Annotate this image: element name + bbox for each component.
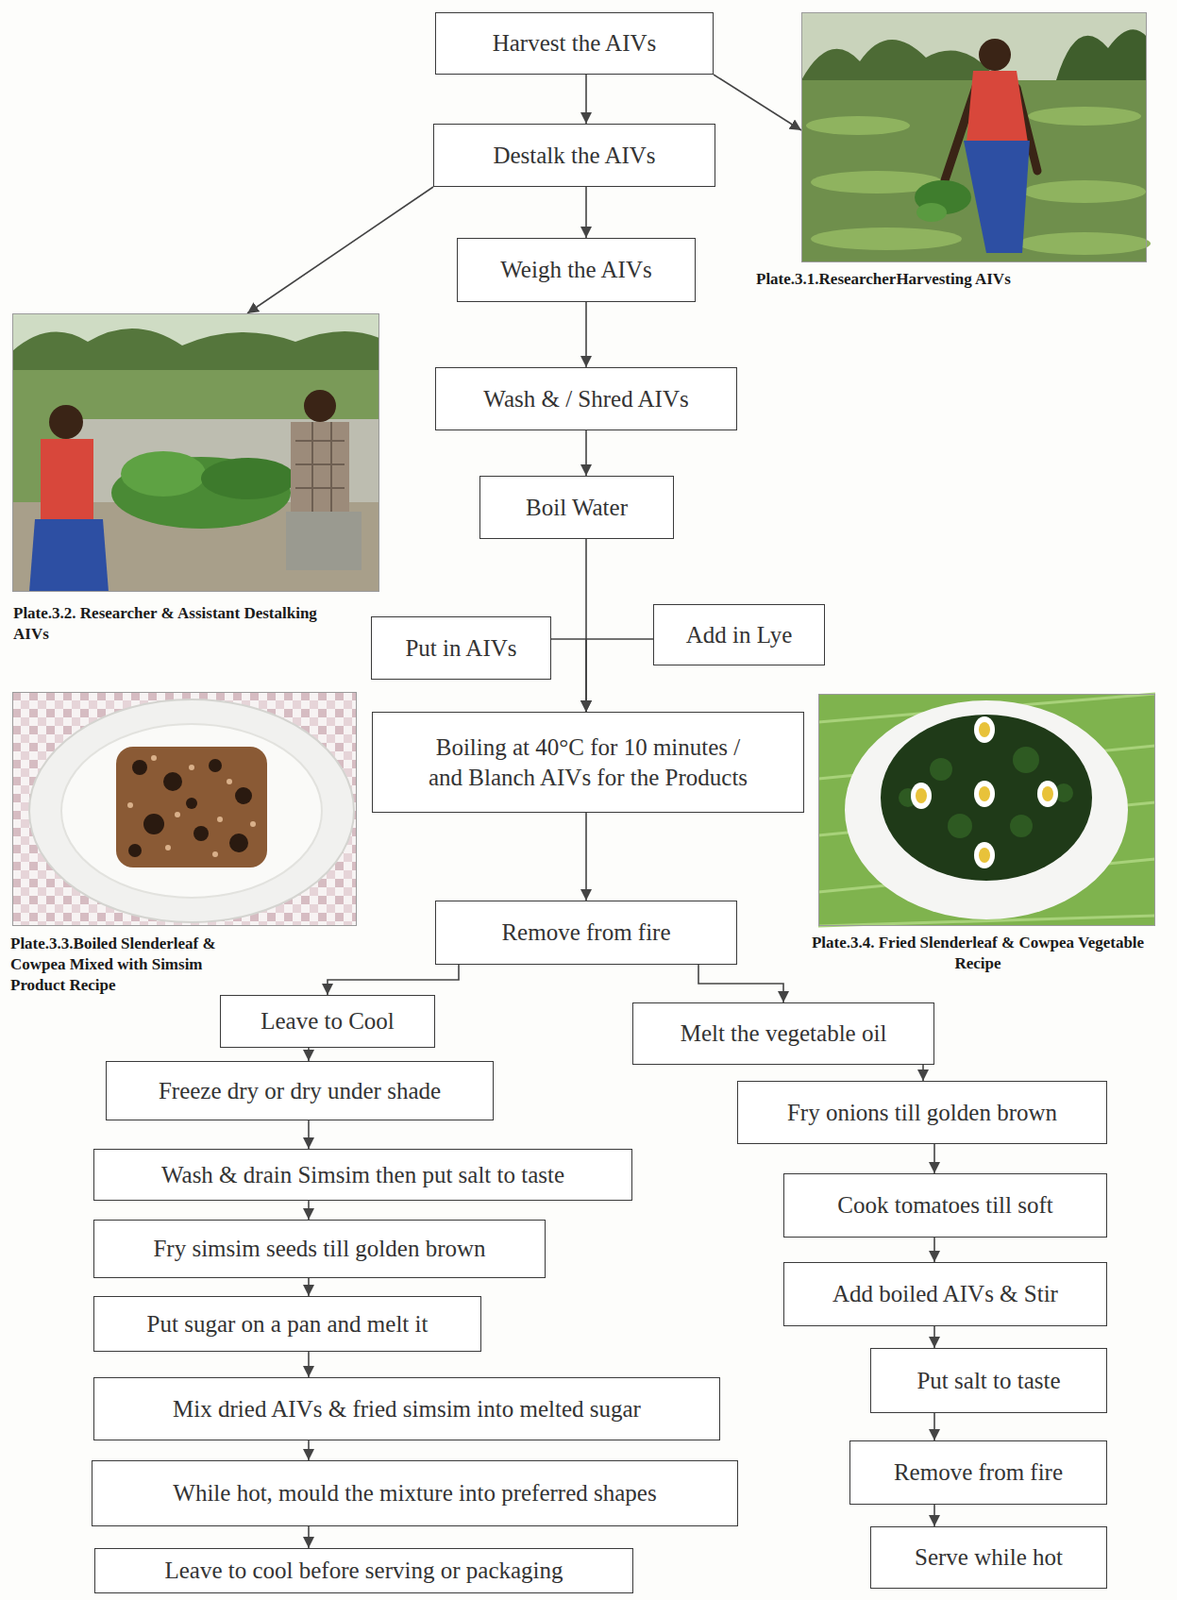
process-box: Remove from fire <box>435 900 738 965</box>
process-box: Wash & drain Simsim then put salt to tas… <box>93 1148 633 1201</box>
process-box: While hot, mould the mixture into prefer… <box>91 1460 739 1527</box>
flow-arrow <box>922 1064 925 1081</box>
box-label: Add in Lye <box>686 620 793 650</box>
process-box: Fry onions till golden brown <box>737 1080 1108 1144</box>
flow-arrow <box>585 186 588 238</box>
box-label: Fry simsim seeds till golden brown <box>152 1233 486 1263</box>
flow-arrow <box>585 74 588 124</box>
process-box: Remove from fire <box>849 1440 1108 1505</box>
box-label: Boiling at 40°C for 10 minutes / and Bla… <box>420 732 757 792</box>
flow-arrow <box>586 638 654 712</box>
box-label: Leave to cool before serving or packagin… <box>164 1555 563 1585</box>
box-label: Cook tomatoes till soft <box>837 1190 1053 1220</box>
flow-arrow <box>307 1200 310 1220</box>
box-label: While hot, mould the mixture into prefer… <box>172 1478 656 1508</box>
process-box: Boiling at 40°C for 10 minutes / and Bla… <box>371 711 805 813</box>
flow-arrow <box>327 964 459 995</box>
process-box: Melt the vegetable oil <box>632 1002 935 1065</box>
flow-arrow <box>307 1440 310 1461</box>
flow-arrow <box>933 1237 936 1262</box>
flow-arrow <box>933 1143 936 1174</box>
flow-arrow <box>585 302 588 368</box>
vegetable-dish-photo <box>818 693 1156 926</box>
flow-arrow <box>585 812 588 901</box>
process-box: Put salt to taste <box>870 1347 1108 1413</box>
box-label: Melt the vegetable oil <box>680 1018 888 1048</box>
box-label: Put salt to taste <box>916 1365 1060 1396</box>
photo-plate: Plate.3.3.Boiled Slenderleaf & Cowpea Mi… <box>12 691 357 926</box>
process-box: Put in AIVs <box>370 616 552 680</box>
flow-arrow <box>247 186 434 314</box>
process-box: Serve while hot <box>870 1526 1108 1589</box>
process-box: Fry simsim seeds till golden brown <box>93 1219 546 1278</box>
flow-arrow <box>307 1526 310 1548</box>
flow-arrow <box>713 74 802 131</box>
process-box: Freeze dry or dry under shade <box>105 1060 494 1121</box>
flow-arrow <box>698 964 784 1003</box>
process-box: Put sugar on a pan and melt it <box>93 1295 482 1352</box>
process-box: Add in Lye <box>653 604 825 666</box>
flow-arrow <box>585 430 588 476</box>
plate-caption: Plate.3.2. Researcher & Assistant Destal… <box>13 603 355 645</box>
plate-caption: Plate.3.1.ResearcherHarvesting AIVs <box>756 269 1158 290</box>
flow-arrow <box>307 1047 310 1061</box>
box-label: Mix dried AIVs & fried simsim into melte… <box>172 1394 641 1424</box>
box-label: Harvest the AIVs <box>492 28 657 58</box>
box-label: Fry onions till golden brown <box>787 1097 1058 1127</box>
flow-arrow <box>307 1351 310 1378</box>
box-label: Wash & / Shred AIVs <box>483 384 689 414</box>
flow-arrow <box>307 1120 310 1149</box>
process-box: Destalk the AIVs <box>433 123 716 187</box>
process-box: Cook tomatoes till soft <box>783 1173 1108 1238</box>
process-box: Add boiled AIVs & Stir <box>783 1261 1108 1327</box>
box-label: Add boiled AIVs & Stir <box>832 1278 1059 1309</box>
box-label: Freeze dry or dry under shade <box>158 1076 441 1106</box>
box-label: Weigh the AIVs <box>500 254 652 285</box>
process-box: Weigh the AIVs <box>456 237 696 303</box>
sesame-bar-photo <box>12 691 357 926</box>
box-label: Serve while hot <box>914 1542 1063 1572</box>
destalking-photo <box>12 313 380 592</box>
process-box: Boil Water <box>479 475 674 539</box>
plate-caption: Plate.3.3.Boiled Slenderleaf & Cowpea Mi… <box>10 933 217 996</box>
box-label: Remove from fire <box>501 917 671 947</box>
photo-plate: Plate.3.2. Researcher & Assistant Destal… <box>12 313 380 592</box>
process-box: Harvest the AIVs <box>435 12 714 75</box>
process-box: Leave to cool before serving or packagin… <box>94 1547 634 1594</box>
flow-arrow <box>933 1412 936 1441</box>
flow-arrow <box>307 1277 310 1296</box>
process-box: Wash & / Shred AIVs <box>435 367 738 431</box>
photo-plate: Plate.3.4. Fried Slenderleaf & Cowpea Ve… <box>818 693 1156 926</box>
box-label: Remove from fire <box>893 1457 1063 1487</box>
box-label: Put sugar on a pan and melt it <box>147 1309 429 1339</box>
process-box: Mix dried AIVs & fried simsim into melte… <box>93 1377 721 1441</box>
photo-plate: Plate.3.1.ResearcherHarvesting AIVs <box>801 12 1147 263</box>
box-label: Leave to Cool <box>260 1006 395 1036</box>
flow-arrow <box>933 1504 936 1527</box>
box-label: Boil Water <box>525 492 628 522</box>
flow-arrow <box>933 1326 936 1348</box>
harvest-photo <box>801 12 1151 263</box>
box-label: Wash & drain Simsim then put salt to tas… <box>161 1160 565 1190</box>
box-label: Destalk the AIVs <box>492 140 656 170</box>
box-label: Put in AIVs <box>404 633 517 663</box>
plate-caption: Plate.3.4. Fried Slenderleaf & Cowpea Ve… <box>789 932 1167 975</box>
flow-arrow <box>551 638 587 712</box>
process-box: Leave to Cool <box>219 994 436 1048</box>
